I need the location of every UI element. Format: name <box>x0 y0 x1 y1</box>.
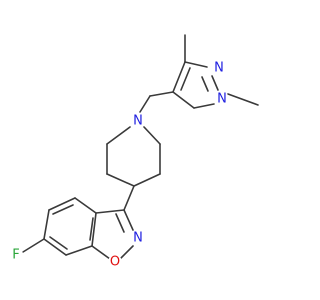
bond <box>180 67 191 91</box>
oxygen-atom: O <box>108 255 122 270</box>
bond <box>43 209 50 240</box>
fluorine-atom: F <box>9 248 23 263</box>
bond <box>95 209 125 214</box>
bond <box>43 238 67 256</box>
bond <box>91 212 97 247</box>
bond <box>139 95 151 113</box>
bond <box>172 61 186 93</box>
bond <box>123 185 135 211</box>
atom-layer: N N N N O F <box>9 61 229 270</box>
bond <box>149 91 174 97</box>
nitrogen-atom: N <box>131 114 145 129</box>
bond <box>133 173 161 187</box>
bond <box>106 173 135 187</box>
bond <box>193 103 215 109</box>
bond <box>52 204 74 215</box>
bond <box>172 91 195 109</box>
nitrogen-atom: N <box>212 61 226 76</box>
molecule-structure: N N N N O F <box>9 34 259 270</box>
bond <box>211 75 219 91</box>
bond <box>48 197 76 211</box>
nitrogen-atom: N <box>215 92 229 107</box>
bond <box>22 238 45 253</box>
bond <box>184 61 208 68</box>
bond-layer <box>22 34 259 260</box>
bond <box>201 76 209 92</box>
bond <box>106 126 131 145</box>
bond <box>65 245 93 256</box>
bond <box>91 245 111 260</box>
nitrogen-atom: N <box>131 231 145 246</box>
atom-label-n-pyrazole-1: N <box>214 61 224 76</box>
atom-label-n-piperidine: N <box>133 114 143 129</box>
bond <box>115 213 125 233</box>
bond <box>227 93 259 106</box>
atom-label-n-pyrazole-2: N <box>217 92 227 107</box>
atom-label-f: F <box>12 248 19 263</box>
bond <box>89 217 94 241</box>
bond <box>74 197 97 214</box>
bond <box>119 245 134 260</box>
atom-label-n-isoxazole: N <box>133 231 143 246</box>
bond <box>123 209 134 231</box>
bond <box>143 126 161 145</box>
atom-label-o-isoxazole: O <box>110 255 120 270</box>
bond <box>49 236 68 250</box>
